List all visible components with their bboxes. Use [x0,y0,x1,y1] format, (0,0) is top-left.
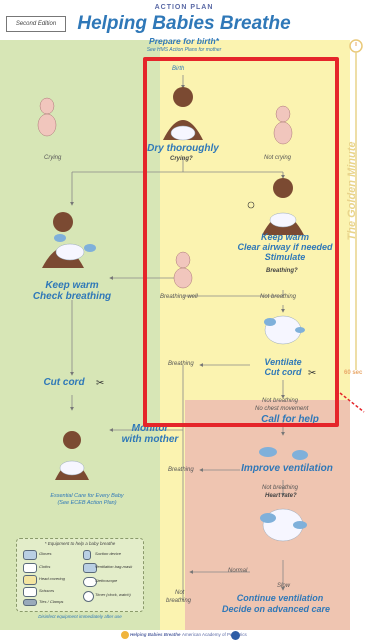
highlight-box [143,57,339,427]
slow-label: Slow [277,583,291,589]
equipment-title: * Equipment to help a baby breathe [44,541,116,546]
scissors-icon: ✂ [308,368,317,379]
equipment-item: Ventilation bag-mask [95,564,133,569]
gloves-icon [23,550,37,560]
dry-thoroughly-step: Dry thoroughly [147,143,219,154]
not-breathing-label-1: Not breathing [260,294,297,300]
hbb-logo-icon [121,631,129,639]
golden-minute-label: The Golden Minute [346,141,358,241]
footer-hbb: Helping Babies Breathe [130,632,181,637]
scissors-icon: ✂ [96,378,105,389]
ties-clamps-icon [23,599,37,606]
bag-mask-icon [83,563,97,573]
green-zone [0,40,160,630]
disinfect-note: Disinfect equipment immediately after us… [38,614,122,619]
continue-ventilation-step: Continue ventilation [236,593,324,603]
footer-aap: American Academy of Pediatrics [182,632,247,637]
equipment-item: Ties / Clamps [39,599,64,604]
cut-cord-step-2: Cut cord [264,367,302,377]
breathing-label-2: Breathing [168,467,194,473]
equipment-box: * Equipment to help a baby breathe Glove… [16,538,144,612]
cloths-icon [23,563,37,573]
crying-question: Crying? [170,156,193,162]
monitor-step: Monitor [131,423,169,434]
birth-label: Birth [172,66,185,72]
essential-care-line-2: (See ECEB Action Plan) [57,499,117,506]
footer [0,630,368,642]
normal-label: Normal [228,568,248,574]
clock-icon [83,591,94,602]
page-title: Helping Babies Breathe [77,13,291,34]
stimulate-step: Stimulate [264,252,306,262]
breathing-label-3: breathing [166,598,192,604]
not-label: Not [175,590,185,596]
keep-warm-step-2: Keep warm [45,280,99,291]
no-chest-movement-label: No chest movement [255,406,309,412]
heart-rate-question: Heart rate? [265,493,297,499]
equipment-item: Suction device [95,551,122,556]
yellow-zone-lower [160,400,185,630]
breathing-well-label: Breathing well [160,294,198,300]
equipment-item: Scissors [39,588,55,593]
yellow-zone [160,40,350,420]
not-breathing-label-2: Not breathing [262,398,299,404]
stethoscope-icon [83,577,97,587]
scissors-icon [23,587,37,597]
equipment-item: Timer (clock, watch) [95,592,131,597]
not-breathing-label-3: Not breathing [262,485,299,491]
golden-minute-bar: The Golden Minute [343,115,358,275]
sixty-seconds-label: 60 sec [344,370,363,376]
equipment-item: Head covering [39,576,65,581]
essential-care-note: Essential Care for Every Baby (See ECEB … [28,493,146,507]
call-for-help-step: Call for help [261,414,319,425]
suction-device-icon [83,550,91,560]
subtitle-note: See HMS Action Plans for mother [146,47,222,53]
page-subtitle: Prepare for birth* [149,36,219,46]
ventilate-step: Ventilate [264,357,302,367]
improve-ventilation-step: Improve ventilation [241,463,333,474]
aap-logo-icon [231,631,240,640]
check-breathing-step: Check breathing [32,291,112,302]
plan-label: ACTION PLAN [154,4,214,11]
not-crying-label: Not crying [264,155,292,161]
breathing-question: Breathing? [266,268,298,274]
decide-advanced-care-step: Decide on advanced care [221,604,331,614]
essential-care-line-1: Essential Care for Every Baby [50,493,124,499]
equipment-item: Stethoscope [95,578,118,583]
edition-label: Second Edition [6,16,66,32]
right-margin [350,40,368,630]
keep-warm-step-1: Keep warm [260,232,310,242]
clear-airway-step: Clear airway if needed [237,242,333,252]
breathing-label-1: Breathing [168,361,194,367]
crying-label: Crying [44,155,62,161]
with-mother-step: with mother [121,434,179,445]
equipment-item: Cloths [39,564,51,569]
head-covering-icon [23,575,37,585]
equipment-item: Gloves [39,551,52,556]
cut-cord-step-1: Cut cord [43,377,85,388]
